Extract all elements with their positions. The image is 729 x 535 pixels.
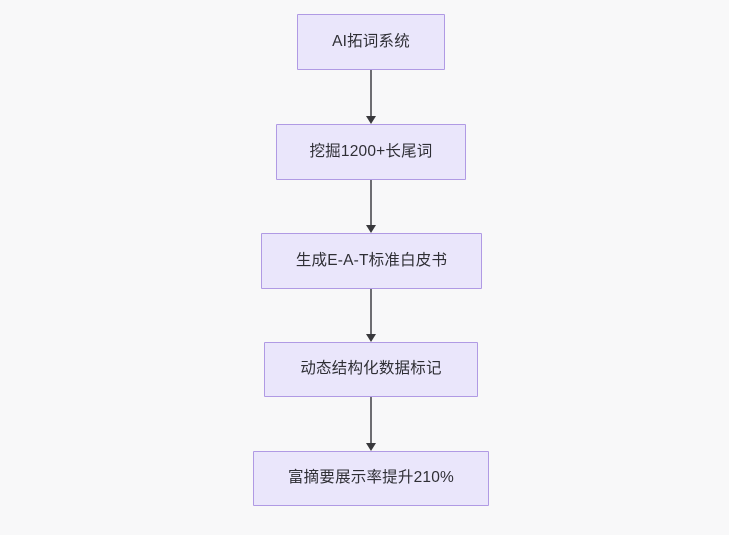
flow-node-label: 挖掘1200+长尾词: [309, 142, 433, 160]
flow-node-3[interactable]: 生成E-A-T标准白皮书: [261, 233, 482, 289]
flow-node-label: 动态结构化数据标记: [300, 360, 442, 378]
arrowhead-down-icon: [366, 225, 376, 233]
arrow-line-icon: [370, 397, 372, 443]
arrowhead-down-icon: [366, 443, 376, 451]
flow-node-2[interactable]: 挖掘1200+长尾词: [276, 124, 466, 180]
arrowhead-down-icon: [366, 334, 376, 342]
flow-node-label: 生成E-A-T标准白皮书: [295, 251, 448, 269]
flow-node-1[interactable]: AI拓词系统: [297, 14, 445, 70]
arrow-line-icon: [370, 289, 372, 334]
arrow-line-icon: [370, 70, 372, 116]
flow-node-4[interactable]: 动态结构化数据标记: [264, 342, 478, 397]
flow-node-label: AI拓词系统: [332, 32, 410, 50]
arrowhead-down-icon: [366, 116, 376, 124]
arrow-line-icon: [370, 180, 372, 225]
flow-node-label: 富摘要展示率提升210%: [287, 469, 455, 487]
flow-node-5[interactable]: 富摘要展示率提升210%: [253, 451, 489, 506]
